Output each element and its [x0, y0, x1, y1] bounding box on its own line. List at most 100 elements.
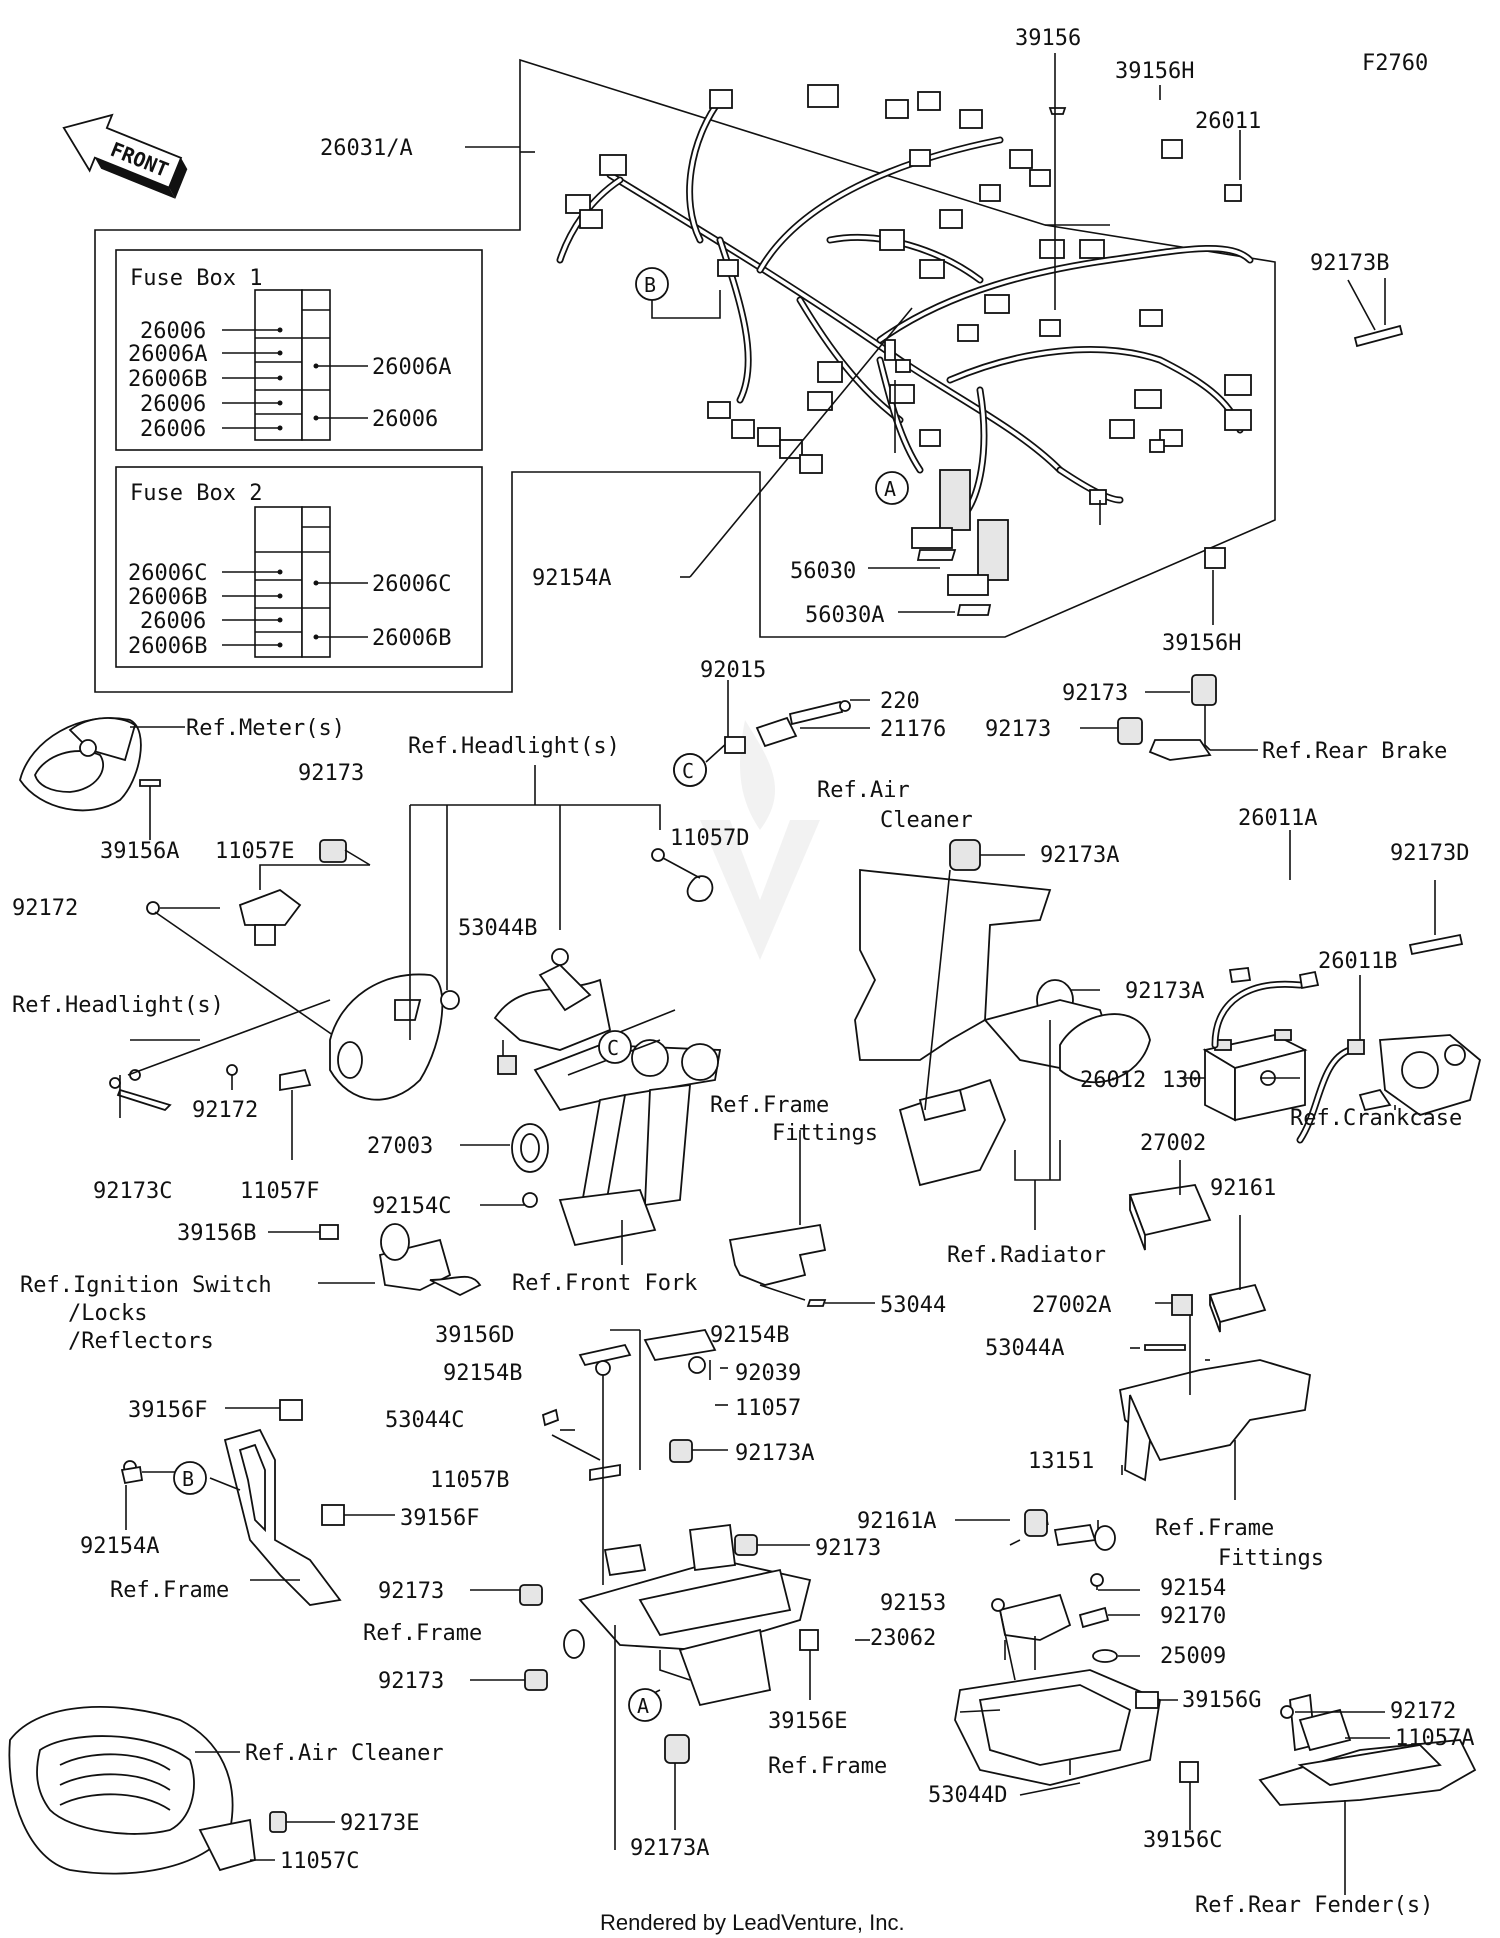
fuse-box-1-leaders: [222, 327, 368, 431]
part-label: 92161: [1210, 1176, 1276, 1201]
part-label: 92154B: [710, 1323, 789, 1348]
callout-A-top: A: [875, 471, 909, 505]
part-label: 53044D: [928, 1783, 1007, 1808]
svg-text:C: C: [607, 1036, 619, 1060]
part-label: 92172: [12, 896, 78, 921]
part-label: 92154A: [532, 566, 611, 591]
part-label: 92173C: [93, 1179, 172, 1204]
ref-label: Fittings: [772, 1121, 878, 1146]
svg-text:B: B: [644, 273, 656, 297]
part-label: 26012: [1080, 1068, 1146, 1093]
front-arrow-icon: FRONT: [62, 113, 188, 199]
ref-label: Ref.Frame: [768, 1754, 887, 1779]
part-label: 220: [880, 689, 920, 714]
part-label: 130: [1162, 1068, 1202, 1093]
ref-label: Cleaner: [880, 808, 973, 833]
part-label: 53044A: [985, 1336, 1064, 1361]
fuse-box-1-label: 26006: [140, 417, 206, 442]
ref-label: Ref.Ignition Switch: [20, 1273, 272, 1298]
footer-credit: Rendered by LeadVenture, Inc.: [600, 1910, 905, 1935]
part-label: 92173A: [735, 1441, 814, 1466]
rear-brake-switch: [1080, 674, 1258, 761]
part-label: 92154A: [80, 1534, 159, 1559]
part-label: 39156: [1015, 26, 1081, 51]
part-label: 21176: [880, 717, 946, 742]
fuse-box-1-title: Fuse Box 1: [130, 266, 262, 291]
part-label: 92154C: [372, 1194, 451, 1219]
svg-text:B: B: [182, 1467, 194, 1491]
part-label: 11057C: [280, 1849, 359, 1874]
air-cleaner-box: [8, 1705, 335, 1875]
part-label: 39156E: [768, 1709, 847, 1734]
part-label: 92170: [1160, 1604, 1226, 1629]
part-label: 39156F: [400, 1506, 479, 1531]
part-label: 26031/A: [320, 136, 413, 161]
part-label: 92154: [1160, 1576, 1226, 1601]
part-label: 56030: [790, 559, 856, 584]
part-labels: 26031/A 39156 39156H 26011 92173B 92154A…: [12, 26, 1474, 1918]
callout-B-top: B: [635, 267, 669, 301]
fuse-box-1-label: 26006: [372, 407, 438, 432]
fuse-box-1: Fuse Box 1 26006 26006A 26006B 26006 260…: [115, 249, 483, 451]
fuse-box-2-title: Fuse Box 2: [130, 481, 262, 506]
fuse-box-2-label: 26006C: [372, 572, 451, 597]
ref-label: /Locks: [68, 1301, 147, 1326]
part-label: 25009: [1160, 1644, 1226, 1669]
ref-label: Ref.Frame: [110, 1578, 229, 1603]
callout-A-frame: A: [628, 1688, 662, 1722]
ref-label: Ref.Air Cleaner: [245, 1741, 444, 1766]
part-label: 92173: [298, 761, 364, 786]
part-label: 27002: [1140, 1131, 1206, 1156]
part-label: 92173A: [1125, 979, 1204, 1004]
ref-label: Ref.Frame: [1155, 1516, 1274, 1541]
ref-label: Ref.Air: [817, 778, 910, 803]
svg-text:A: A: [884, 477, 896, 501]
part-label: 92172: [192, 1098, 258, 1123]
fuse-box-1-label: 26006: [140, 392, 206, 417]
part-label: 27002A: [1032, 1293, 1111, 1318]
part-label: 92173B: [1310, 251, 1389, 276]
rear-fender: [1258, 1693, 1477, 1895]
figure-code: F2760: [1362, 51, 1428, 76]
ref-label: /Reflectors: [68, 1329, 214, 1354]
ref-label: Ref.Front Fork: [512, 1271, 697, 1296]
ecu-modules: [1118, 1160, 1312, 1500]
frame-fittings-bracket: [728, 1130, 875, 1307]
fuse-box-2-label: 26006: [140, 609, 206, 634]
part-label: 92173: [1062, 681, 1128, 706]
label-leaders: [855, 278, 1386, 1641]
part-label: 92153: [880, 1591, 946, 1616]
watermark-logo: [700, 720, 820, 960]
ref-label: Ref.Headlight(s): [408, 734, 620, 759]
part-label: 92015: [700, 658, 766, 683]
part-label: 92173E: [340, 1811, 419, 1836]
fuse-box-2-leaders: [222, 569, 368, 648]
part-label: 11057: [735, 1396, 801, 1421]
fuse-box-2-label: 26006C: [128, 561, 207, 586]
ref-label: Ref.Frame: [363, 1621, 482, 1646]
harness-leaders: [465, 53, 1376, 625]
part-label: 53044: [880, 1293, 946, 1318]
part-label: 92172: [1390, 1699, 1456, 1724]
harness-frame: [94, 58, 1276, 693]
ref-label: Ref.Rear Fender(s): [1195, 1893, 1433, 1918]
part-label: 11057E: [215, 839, 294, 864]
part-label: 26011B: [1318, 949, 1397, 974]
fuse-box-1-label: 26006A: [128, 342, 207, 367]
air-cleaner-bracket: [854, 839, 1151, 1230]
ignition-switch: [268, 1223, 482, 1297]
svg-text:C: C: [682, 759, 694, 783]
crankcase-part: [1260, 1034, 1482, 1116]
part-label: 11057B: [430, 1468, 509, 1493]
part-label: 92173D: [1390, 841, 1469, 866]
part-label: 26011: [1195, 109, 1261, 134]
part-label: 92173A: [630, 1836, 709, 1861]
part-label: 92173A: [1040, 843, 1119, 868]
part-label: 39156A: [100, 839, 179, 864]
part-label: 92173: [378, 1579, 444, 1604]
svg-text:A: A: [637, 1694, 649, 1718]
part-label: 92161A: [857, 1509, 936, 1534]
headlight-housing: [329, 765, 661, 1101]
part-label: 39156H: [1162, 631, 1241, 656]
